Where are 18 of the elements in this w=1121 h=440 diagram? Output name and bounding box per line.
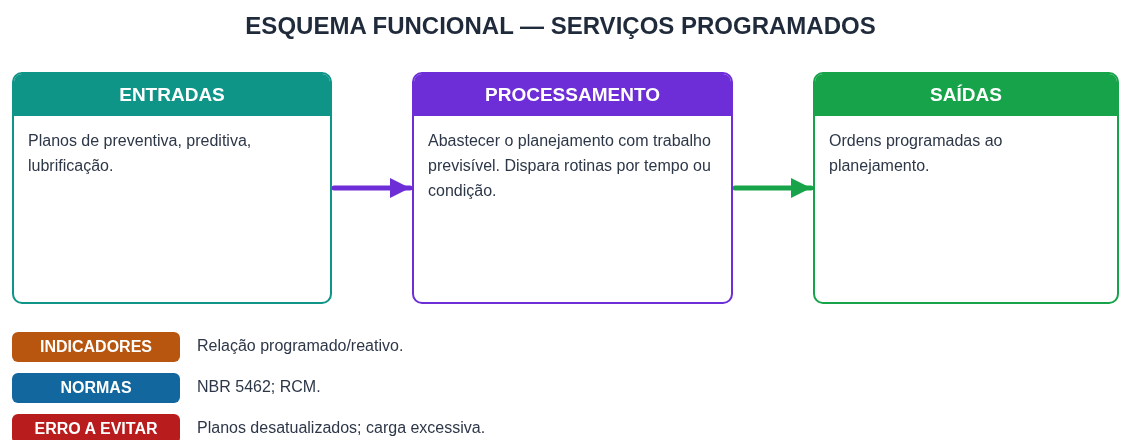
card-header: PROCESSAMENTO (414, 74, 731, 116)
category-badge: ERRO A EVITAR (12, 414, 180, 440)
card-header: ENTRADAS (14, 74, 330, 116)
card-text: Abastecer o planejamento com trabalho previsível. Dispara rotinas por tempo ou condição. (428, 131, 712, 201)
arrow (732, 178, 814, 198)
card (813, 72, 1119, 304)
badge-description: Relação programado/reativo. (197, 337, 404, 355)
arrow (331, 178, 413, 198)
category-badge: INDICADORES (12, 332, 180, 362)
card-text: Planos de preventiva, preditiva, lubrificação. (28, 131, 253, 176)
card (12, 72, 332, 304)
category-badge: NORMAS (12, 373, 180, 403)
card-header: SAÍDAS (815, 74, 1117, 116)
diagram-title: ESQUEMA FUNCIONAL — SERVIÇOS PROGRAMADOS (244, 12, 877, 40)
card (412, 72, 733, 304)
card-text: Ordens programadas ao planejamento. (829, 131, 1004, 176)
badge-description: Planos desatualizados; carga excessiva. (197, 419, 486, 437)
badge-description: NBR 5462; RCM. (197, 378, 321, 396)
